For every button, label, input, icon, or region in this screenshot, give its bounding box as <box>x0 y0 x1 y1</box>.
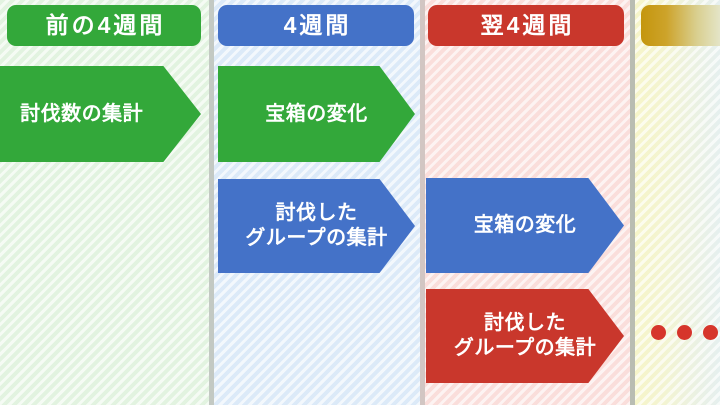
step-kill-count-aggregation-previous[interactable]: 討伐数の集計 <box>0 66 201 162</box>
step-label-defeated-group-aggregation-next: 討伐した グループの集計 <box>453 312 597 359</box>
column-continuation <box>635 0 720 405</box>
step-label-treasure-chest-change-current: 宝箱の変化 <box>265 102 368 125</box>
step-label-defeated-group-aggregation-current: 討伐した グループの集計 <box>245 202 388 249</box>
column-previous-4-weeks <box>0 0 209 405</box>
step-treasure-chest-change-next[interactable]: 宝箱の変化 <box>426 178 624 273</box>
column-stripe-overlay-continuation <box>635 0 720 405</box>
continues-ellipsis <box>651 325 718 340</box>
step-label-kill-count-aggregation-previous: 討伐数の集計 <box>20 102 144 125</box>
header-pill-previous-4-weeks[interactable]: 前の4週間 <box>7 5 201 46</box>
column-divider-1 <box>209 0 214 405</box>
ellipsis-dot-3 <box>703 325 718 340</box>
ellipsis-dot-1 <box>651 325 666 340</box>
column-divider-3 <box>630 0 635 405</box>
step-defeated-group-aggregation-next[interactable]: 討伐した グループの集計 <box>426 289 624 383</box>
column-divider-2 <box>420 0 425 405</box>
step-defeated-group-aggregation-current[interactable]: 討伐した グループの集計 <box>218 179 415 273</box>
header-label-next-4-weeks: 翌4週間 <box>480 12 575 38</box>
header-pill-current-4-weeks[interactable]: 4週間 <box>218 5 414 46</box>
header-label-current-4-weeks: 4週間 <box>283 12 352 38</box>
step-treasure-chest-change-current[interactable]: 宝箱の変化 <box>218 66 415 162</box>
ellipsis-dot-2 <box>677 325 692 340</box>
header-label-previous-4-weeks: 前の4週間 <box>45 12 166 38</box>
header-pill-next-4-weeks[interactable]: 翌4週間 <box>428 5 624 46</box>
header-pill-continuation[interactable] <box>641 5 720 46</box>
column-stripe-overlay-previous <box>0 0 209 405</box>
step-label-treasure-chest-change-next: 宝箱の変化 <box>473 214 577 236</box>
